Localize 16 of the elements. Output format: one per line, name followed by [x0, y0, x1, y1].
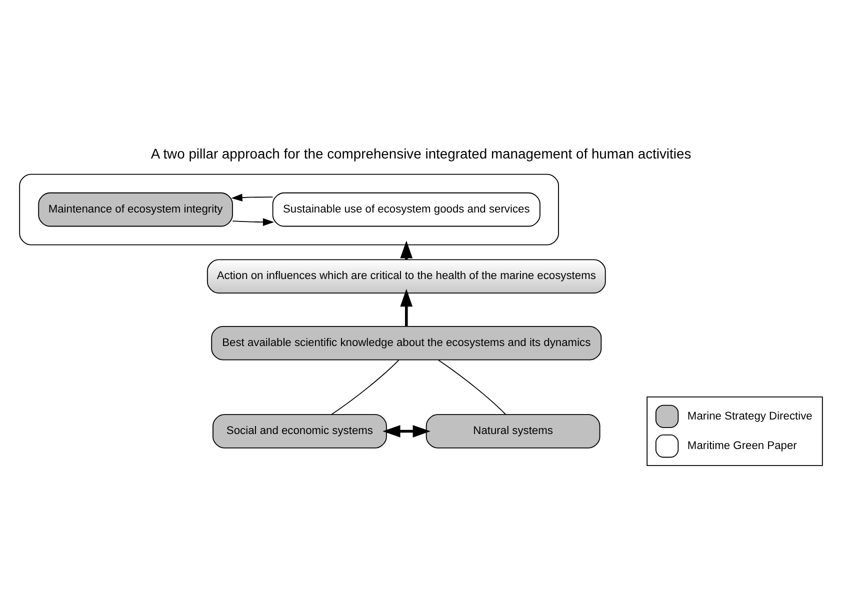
node-box: Social and economic systems	[212, 414, 387, 448]
connector	[330, 360, 400, 415]
node-box: Maintenance of ecosystem integrity	[38, 192, 233, 227]
cluster	[19, 174, 559, 246]
legend-label: Maritime Green Paper	[687, 440, 797, 452]
node-box: Natural systems	[426, 414, 600, 448]
node-box: Action on influences which are critical to the health of the marine ecosystems	[206, 259, 606, 294]
legend-label: Marine Strategy Directive	[687, 410, 812, 422]
arrow	[232, 218, 274, 226]
diagram-title: A two pillar approach for the comprehensive integrated management of human activities	[150, 146, 692, 162]
node-box: Sustainable use of ecosystem goods and services	[272, 192, 540, 227]
arrow	[382, 425, 430, 438]
arrow	[231, 194, 274, 202]
arrow	[400, 288, 413, 326]
node-box: Best available scientific knowledge about the ecosystems and its dynamics	[211, 326, 602, 360]
connector	[438, 360, 506, 415]
